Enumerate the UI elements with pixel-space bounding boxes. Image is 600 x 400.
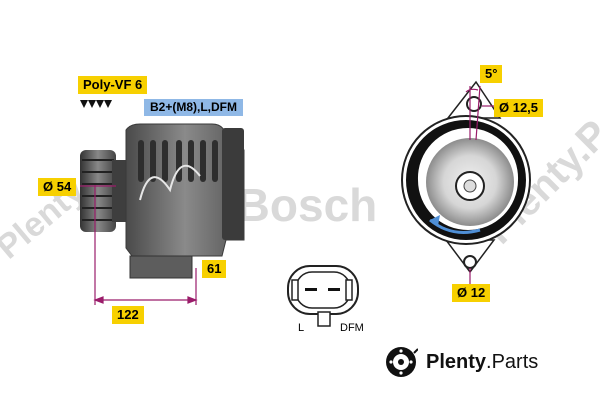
terminals-label: B2+(M8),L,DFM xyxy=(144,99,243,116)
height-label: 61 xyxy=(202,260,227,278)
angle-label: 5° xyxy=(480,65,503,83)
brake-disc-icon xyxy=(386,347,418,377)
hole-leaders xyxy=(469,105,494,284)
brand-name: Plenty.Parts xyxy=(426,351,538,374)
plenty-parts-logo: Plenty.Parts xyxy=(384,345,538,379)
dimension-lines-side xyxy=(80,185,198,305)
connector-plug xyxy=(287,265,359,327)
pulley-illustration xyxy=(80,150,116,232)
plug-terminal-dfm-label: DFM xyxy=(340,322,364,334)
belt-profile-icon xyxy=(80,100,112,108)
length-label: 122 xyxy=(112,306,144,324)
upper-hole-label: Ø 12,5 xyxy=(494,99,544,117)
brand-name-main: Plenty xyxy=(426,350,487,373)
alternator-rear-view xyxy=(401,80,531,274)
angle-dimension xyxy=(465,85,481,141)
brand-name-suffix: .Parts xyxy=(486,350,539,373)
lower-hole-label: Ø 12 xyxy=(452,284,491,302)
belt-type-label: Poly-VF 6 xyxy=(78,76,148,94)
alternator-side-view xyxy=(80,123,245,279)
plug-terminal-l-label: L xyxy=(298,322,305,334)
pulley-diameter-label: Ø 54 xyxy=(38,178,77,196)
